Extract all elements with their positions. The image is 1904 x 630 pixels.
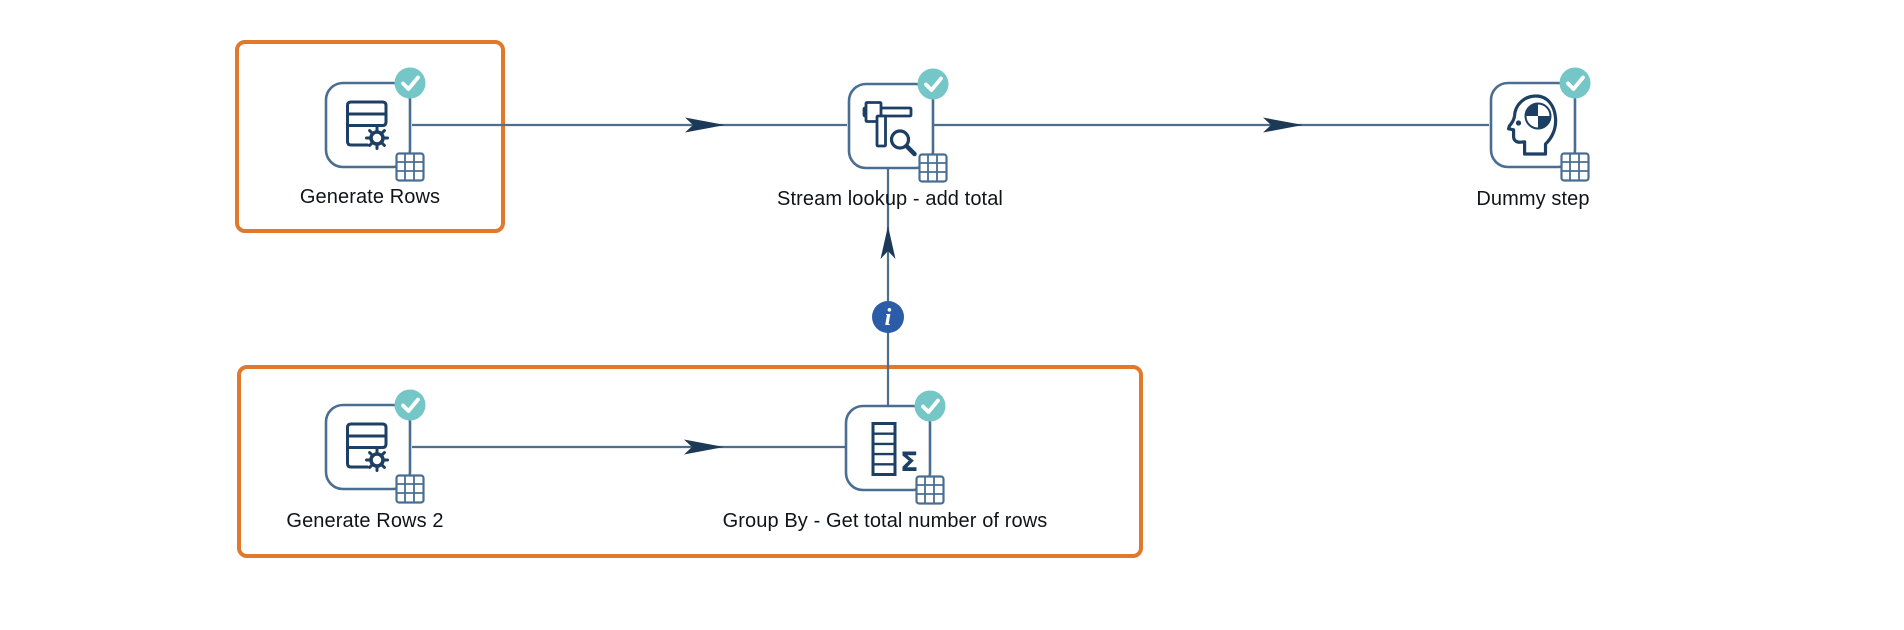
table-rows-glyph: [345, 100, 387, 146]
column-stack-glyph: [871, 421, 896, 476]
arrow-icon: [685, 117, 725, 133]
lookup-magnifier-icon: [847, 68, 948, 183]
data-grid-gear-icon: [324, 67, 425, 182]
highlight-box-bottom: [237, 365, 1143, 558]
hop-group-by-to-stream-lookup-info[interactable]: i: [872, 169, 904, 405]
head-profile-glyph: [1506, 94, 1557, 156]
step-generate-rows-2[interactable]: [314, 389, 434, 509]
info-icon[interactable]: i: [872, 301, 904, 333]
arrow-icon: [1263, 117, 1303, 133]
pipe-tee-glyph: [862, 100, 912, 147]
hop-generate-rows-to-stream-lookup[interactable]: [412, 117, 847, 133]
step-label-dummy-step[interactable]: Dummy step: [1476, 188, 1590, 210]
eye-dot: [1515, 120, 1521, 126]
check-icon: [394, 389, 425, 420]
check-icon: [914, 390, 945, 421]
grid-badge-icon: [917, 152, 948, 183]
gear-icon: [364, 447, 389, 472]
magnifier-icon: [889, 128, 917, 156]
hop-stream-lookup-to-dummy-step[interactable]: [934, 117, 1489, 133]
grid-badge-icon: [1559, 152, 1590, 182]
step-label-generate-rows-2[interactable]: Generate Rows 2: [286, 510, 444, 532]
sigma-glyph: Σ: [900, 447, 918, 478]
step-stream-lookup[interactable]: [837, 68, 957, 188]
grid-badge-icon: [914, 474, 945, 505]
info-badge-circle: [872, 301, 904, 333]
step-group-by[interactable]: Σ: [834, 390, 954, 510]
column-sigma-icon: Σ: [844, 390, 945, 505]
check-icon: [1559, 67, 1590, 99]
hop-generate-rows-2-to-group-by[interactable]: [412, 439, 846, 455]
arrow-icon: [880, 226, 896, 259]
table-rows-glyph: [345, 422, 387, 468]
step-label-group-by[interactable]: Group By - Get total number of rows: [722, 510, 1048, 532]
target-circle-icon: [1524, 102, 1551, 130]
step-generate-rows[interactable]: [314, 67, 434, 187]
gear-icon: [364, 125, 389, 150]
dummy-head-icon: [1489, 67, 1590, 182]
step-label-stream-lookup[interactable]: Stream lookup - add total: [777, 188, 1003, 210]
arrow-icon: [684, 439, 724, 455]
data-grid-gear-icon: [324, 389, 425, 504]
highlight-box-top: [235, 40, 505, 233]
info-glyph: i: [885, 305, 892, 331]
grid-badge-icon: [394, 473, 425, 504]
step-dummy-step[interactable]: [1479, 67, 1599, 187]
check-icon: [394, 67, 425, 98]
grid-badge-icon: [394, 151, 425, 182]
check-icon: [917, 68, 948, 99]
step-label-generate-rows[interactable]: Generate Rows: [299, 186, 441, 208]
